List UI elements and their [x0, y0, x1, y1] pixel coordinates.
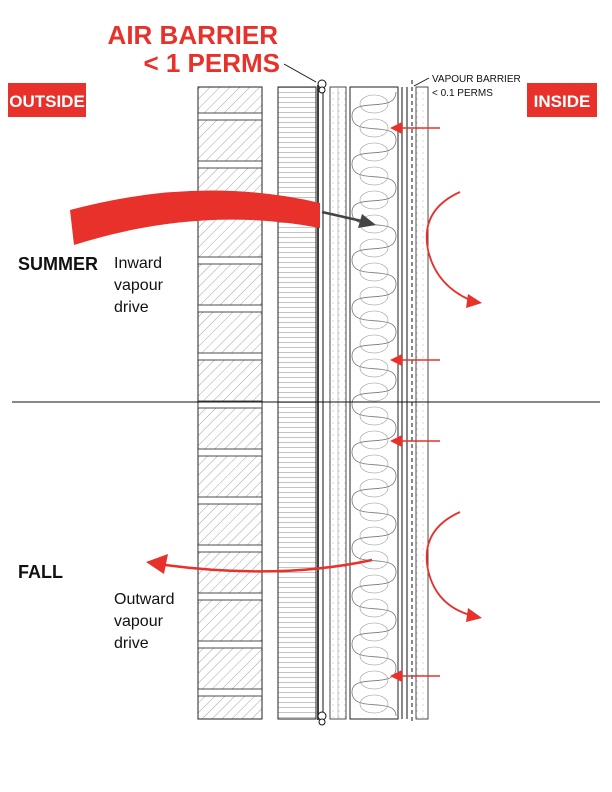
- vapour-barrier-leader: [413, 77, 430, 87]
- insulation-loop: [351, 235, 397, 261]
- outward-drive-line2: vapour: [114, 613, 164, 630]
- inward-drive-line2: vapour: [114, 277, 164, 294]
- inside-label: INSIDE: [534, 92, 591, 111]
- mortar-joint: [197, 496, 263, 505]
- insulation-loop: [359, 166, 389, 186]
- insulation-loop: [359, 502, 389, 522]
- insulation-loop: [359, 262, 389, 282]
- insulation-loop: [351, 307, 397, 333]
- insulation-loop: [359, 238, 389, 258]
- insulation-loop: [359, 142, 389, 162]
- insulation-loop: [351, 355, 397, 381]
- mortar-joint: [197, 448, 263, 457]
- insulation-loop: [351, 427, 397, 453]
- insulation-loop: [359, 334, 389, 354]
- brick-veneer-layer: [197, 86, 263, 720]
- insulation-loop: [359, 478, 389, 498]
- mortar-joint: [197, 304, 263, 313]
- mortar-joints: [197, 112, 263, 697]
- insulation-loop: [359, 622, 389, 642]
- insulation-loop: [359, 454, 389, 474]
- fall-outward-drive-arrow: [146, 554, 373, 574]
- mortar-joint: [197, 400, 263, 409]
- mortar-joint: [197, 256, 263, 265]
- summer-label: SUMMER: [18, 254, 98, 274]
- insulation-loop: [351, 403, 397, 429]
- inward-drive-line1: Inward: [114, 255, 162, 272]
- outward-drive-line1: Outward: [114, 591, 174, 608]
- insulation-loop: [351, 139, 397, 165]
- insulation-loop: [359, 382, 389, 402]
- inside-badge: INSIDE: [527, 83, 597, 117]
- mortar-joint: [197, 112, 263, 121]
- interior-arrow: [390, 670, 440, 682]
- insulation-loop: [351, 667, 397, 693]
- insulation-loop: [359, 526, 389, 546]
- insulation-loop: [351, 523, 397, 549]
- mortar-joint: [197, 160, 263, 169]
- drywall-layer: [415, 86, 429, 720]
- summer-inward-continuation-arrow: [321, 210, 376, 228]
- mortar-joint: [197, 592, 263, 601]
- outward-drive-line3: drive: [114, 635, 149, 652]
- summer-inward-drive-arrow: [70, 190, 320, 245]
- insulation-loop: [359, 598, 389, 618]
- interior-arrow: [390, 354, 440, 366]
- insulation-loop: [351, 691, 397, 717]
- outside-label: OUTSIDE: [9, 92, 85, 111]
- sheathing-layer: [277, 86, 317, 720]
- interior-arrow: [390, 122, 440, 134]
- mortar-joint: [197, 544, 263, 553]
- insulation-loop: [351, 163, 397, 189]
- insulation-loop: [359, 190, 389, 210]
- inward-drive-line3: drive: [114, 299, 149, 316]
- vapour-barrier-layer: [401, 80, 413, 722]
- insulation-loop: [351, 595, 397, 621]
- mortar-joint: [197, 640, 263, 649]
- insulation-loop: [359, 310, 389, 330]
- insulation-loop: [359, 406, 389, 426]
- insulation-loop: [359, 646, 389, 666]
- insulation-loop: [351, 619, 397, 645]
- mortar-joint: [197, 352, 263, 361]
- air-barrier-label-line2: < 1 PERMS: [143, 48, 280, 78]
- insulation-loop: [359, 358, 389, 378]
- insulation-loop: [359, 670, 389, 690]
- insulation-loop: [351, 499, 397, 525]
- insulation-loop: [351, 91, 397, 117]
- vapour-barrier-label-line1: VAPOUR BARRIER: [432, 74, 521, 85]
- insulation-loop: [359, 430, 389, 450]
- insulation-loop: [351, 283, 397, 309]
- air-barrier-leader: [283, 63, 317, 83]
- stud-layer: [329, 86, 347, 720]
- vapour-barrier-label-line2: < 0.1 PERMS: [432, 88, 493, 99]
- insulation-loop: [359, 286, 389, 306]
- interior-arrow: [390, 435, 440, 447]
- batt-insulation-layer: [349, 86, 399, 720]
- fall-interior-air-circulation-arrow: [425, 511, 482, 622]
- insulation-loop: [351, 331, 397, 357]
- insulation-loop: [351, 475, 397, 501]
- fall-label: FALL: [18, 562, 63, 582]
- insulation-loop: [351, 187, 397, 213]
- insulation-pattern: [351, 91, 397, 717]
- insulation-loop: [359, 694, 389, 714]
- mortar-joint: [197, 688, 263, 697]
- insulation-loop: [359, 574, 389, 594]
- insulation-loop: [351, 547, 397, 573]
- insulation-loop: [359, 94, 389, 114]
- insulation-loop: [351, 451, 397, 477]
- insulation-loop: [351, 259, 397, 285]
- insulation-loop: [351, 115, 397, 141]
- interior-vapour-arrows: [390, 122, 440, 682]
- insulation-loop: [359, 550, 389, 570]
- outside-badge: OUTSIDE: [8, 83, 86, 117]
- air-barrier-label-line1: AIR BARRIER: [108, 20, 279, 50]
- insulation-loop: [351, 379, 397, 405]
- insulation-loop: [351, 571, 397, 597]
- insulation-loop: [359, 118, 389, 138]
- summer-interior-air-circulation-arrow: [425, 191, 482, 308]
- insulation-loop: [351, 643, 397, 669]
